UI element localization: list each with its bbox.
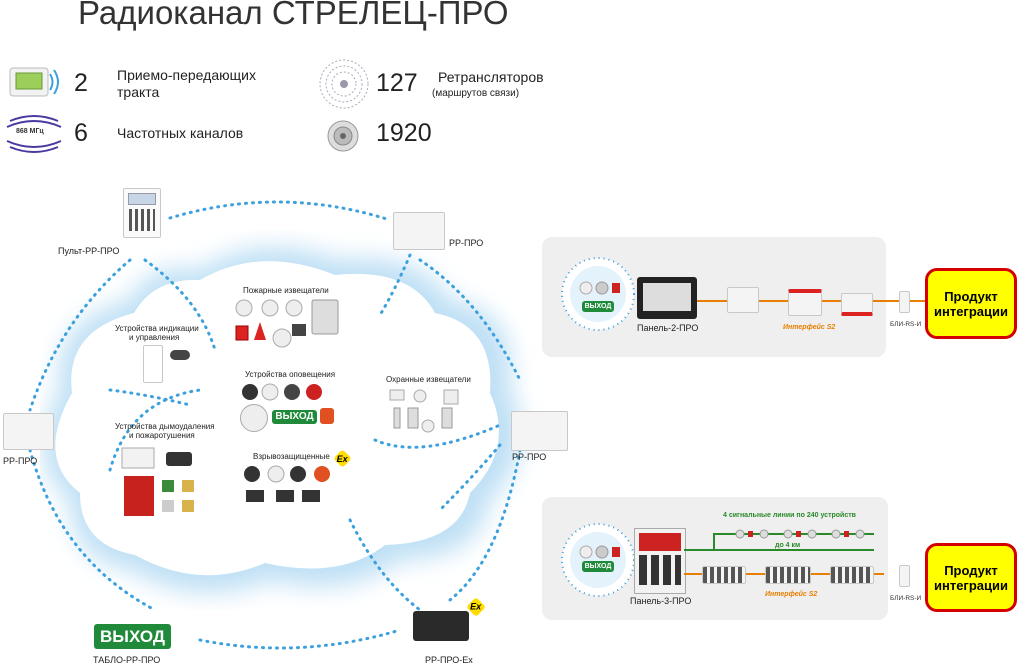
panel-top-zone-icon <box>560 256 636 332</box>
security-group-label: Охранные извещатели <box>386 375 471 384</box>
alert-devices <box>240 382 336 402</box>
panel-bottom-device <box>634 528 686 594</box>
stat-label-line1: Приемо-передающих <box>117 67 256 83</box>
fire-detectors <box>232 298 342 350</box>
pult-device <box>123 188 161 238</box>
tablo-exit-sign: ВЫХОД <box>94 624 171 649</box>
stat-label-channels: Частотных каналов <box>117 125 244 141</box>
stat-label-line2: тракта <box>117 84 160 100</box>
rr-ex-label: РР-ПРО-Ex <box>425 655 473 665</box>
panel-bottom-lines-label: 4 сигнальные линии по 240 устройств <box>723 512 856 519</box>
panel-top-module-3 <box>841 293 873 316</box>
stat-value-paths: 2 <box>74 69 88 97</box>
rr-left-device <box>3 413 54 450</box>
smoke-group-label-1: Устройства дымоудаления <box>115 422 215 431</box>
panel-bottom-module-1 <box>702 566 746 584</box>
panel-top-device-label: Панель-2-ПРО <box>637 323 699 333</box>
frequency-icon: 868 МГц <box>2 113 66 155</box>
security-detectors <box>386 388 464 434</box>
rr-top-device <box>393 212 445 250</box>
panel-bottom-module-3 <box>830 566 874 584</box>
fire-group-label: Пожарные извещатели <box>243 286 329 295</box>
indication-group-label-1: Устройства индикации <box>115 324 199 333</box>
detector-icon <box>326 119 360 153</box>
panel-top-interface-label: Интерфейс S2 <box>783 324 836 331</box>
explosion-ex-badge-text: Ex <box>336 453 349 464</box>
alert-exit-sign: ВЫХОД <box>272 410 317 424</box>
siren-device <box>240 404 268 432</box>
panel-top-module-1 <box>727 287 759 313</box>
alert-group-label: Устройства оповещения <box>245 370 336 379</box>
smoke-group-label-2: и пожаротушения <box>129 431 195 440</box>
frequency-icon-text: 868 МГц <box>16 128 44 135</box>
relay-network-icon <box>318 58 370 110</box>
panel-top-product-line2: интеграции <box>933 303 1008 319</box>
panel-top-exit-sign: ВЫХОД <box>582 301 614 312</box>
panel-top-product-box: Продукт интеграции <box>925 268 1017 339</box>
connection-arcs <box>28 200 522 650</box>
rr-ex-badge-text: Ex <box>470 601 482 612</box>
stat-sublabel-relays: (маршрутов связи) <box>432 88 520 99</box>
pult-label: Пульт-РР-ПРО <box>58 246 120 256</box>
stat-value-devices: 1920 <box>376 119 432 147</box>
stat-value-relays: 127 <box>376 69 418 97</box>
panel-bottom-converter-label: БЛИ-RS-И <box>890 595 922 602</box>
rr-ex-device <box>413 611 469 641</box>
stat-label-paths: Приемо-передающих тракта <box>117 67 256 101</box>
panel-bottom-exit-sign: ВЫХОД <box>582 561 614 572</box>
indication-group-label-2: и управления <box>129 333 180 342</box>
panel-top-converter <box>899 291 910 313</box>
panel-top-module-2 <box>788 289 822 316</box>
transceiver-icon <box>8 62 60 102</box>
rr-right-device <box>511 411 568 451</box>
stat-label-relays: Ретрансляторов <box>438 69 544 85</box>
panel-top-product-line1: Продукт <box>944 288 998 304</box>
alert-button <box>320 408 334 424</box>
explosion-group-label: Взрывозащищенные <box>253 452 330 461</box>
explosion-devices <box>240 464 336 504</box>
rr-right-label: РР-ПРО <box>512 452 547 462</box>
stat-value-channels: 6 <box>74 119 88 147</box>
panel-bottom-zone-icon <box>560 522 636 598</box>
panel-bottom-product-box: Продукт интеграции <box>925 543 1017 612</box>
panel-bottom-module-2 <box>765 566 811 584</box>
rr-top-label: РР-ПРО <box>449 238 484 248</box>
panel-bottom-interface-label: Интерфейс S2 <box>765 591 818 598</box>
smoke-devices <box>120 446 210 520</box>
panel-bottom-distance-label: до 4 км <box>775 542 801 549</box>
panel-bottom-product-line2: интеграции <box>933 577 1008 593</box>
page-title: Радиоканал СТРЕЛЕЦ-ПРО <box>78 0 509 31</box>
tablo-label: ТАБЛО-РР-ПРО <box>93 655 161 665</box>
keypad-device <box>143 345 163 383</box>
panel-bottom-device-label: Панель-3-ПРО <box>630 596 692 606</box>
key-fob-device <box>170 350 190 360</box>
panel-bottom-product-line1: Продукт <box>944 562 998 578</box>
rr-left-label: РР-ПРО <box>3 456 38 466</box>
panel-bottom-converter <box>899 565 910 587</box>
panel-top-converter-label: БЛИ-RS-И <box>890 321 922 328</box>
panel-top-device <box>637 277 697 319</box>
